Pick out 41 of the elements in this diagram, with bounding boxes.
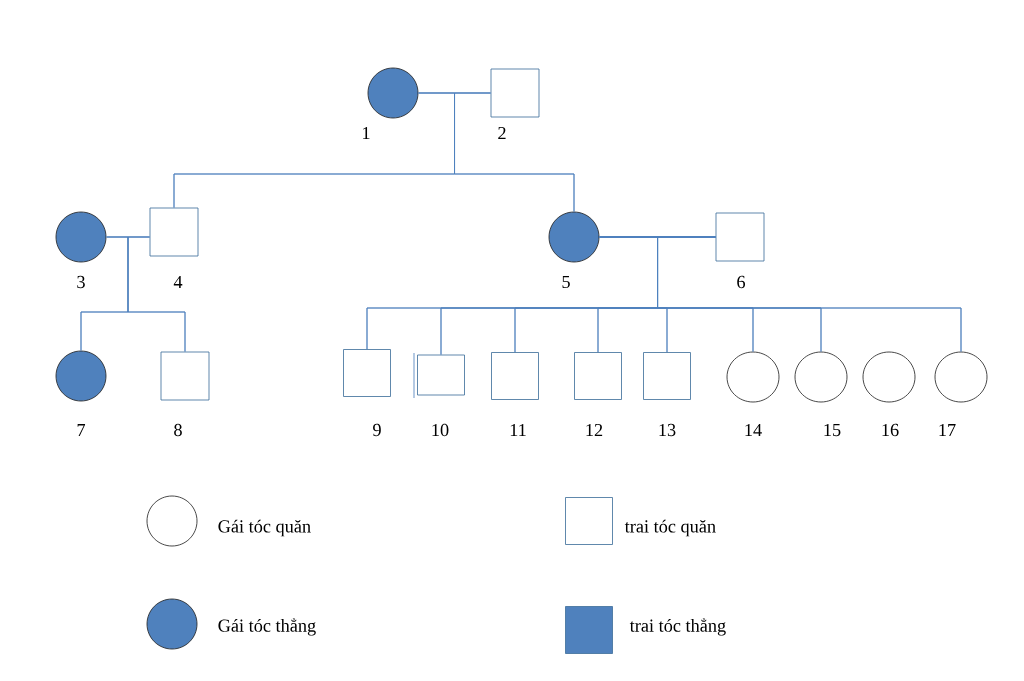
male-square bbox=[643, 352, 691, 400]
female-circle bbox=[794, 351, 848, 403]
number-label: 12 bbox=[586, 423, 603, 437]
number-label: 7 bbox=[77, 424, 86, 436]
connector-line bbox=[127, 236, 186, 352]
male-square bbox=[417, 354, 465, 396]
connector-line bbox=[657, 236, 962, 352]
male-square bbox=[160, 351, 210, 401]
number-label: 10 bbox=[432, 423, 449, 437]
number-label: 3 bbox=[77, 275, 85, 289]
male-square bbox=[574, 352, 622, 400]
number-label: 9 bbox=[373, 423, 381, 437]
legend-text: trai tóc quăn bbox=[624, 519, 716, 537]
number-label: 11 bbox=[510, 424, 526, 437]
number-label: 2 bbox=[498, 126, 506, 140]
number-label: 5 bbox=[562, 275, 570, 289]
legend-text: Gái tóc quăn bbox=[218, 519, 311, 537]
number-label: 13 bbox=[659, 423, 676, 437]
female-circle bbox=[726, 351, 780, 403]
number-label: 15 bbox=[824, 423, 841, 437]
number-label: 8 bbox=[174, 423, 182, 437]
male-square bbox=[491, 352, 539, 400]
connector-line bbox=[454, 92, 575, 212]
female-circle bbox=[55, 211, 107, 263]
female-circle bbox=[862, 351, 916, 403]
female-circle bbox=[55, 350, 107, 402]
number-label: 6 bbox=[737, 275, 746, 289]
number-label: 14 bbox=[745, 424, 762, 437]
male-square bbox=[715, 212, 765, 262]
number-label: 1 bbox=[363, 127, 370, 140]
male-square bbox=[343, 349, 391, 397]
female-circle bbox=[367, 67, 419, 119]
number-label: 4 bbox=[173, 276, 183, 288]
number-label: 17 bbox=[939, 424, 956, 437]
male-square bbox=[149, 207, 199, 257]
number-label: 16 bbox=[882, 423, 899, 437]
legend-text: Gái tóc thẳng bbox=[218, 618, 316, 636]
female-circle bbox=[548, 211, 600, 263]
male-square bbox=[490, 68, 540, 118]
female-circle bbox=[934, 351, 988, 403]
legend-text: trai tóc thẳng bbox=[629, 618, 726, 636]
